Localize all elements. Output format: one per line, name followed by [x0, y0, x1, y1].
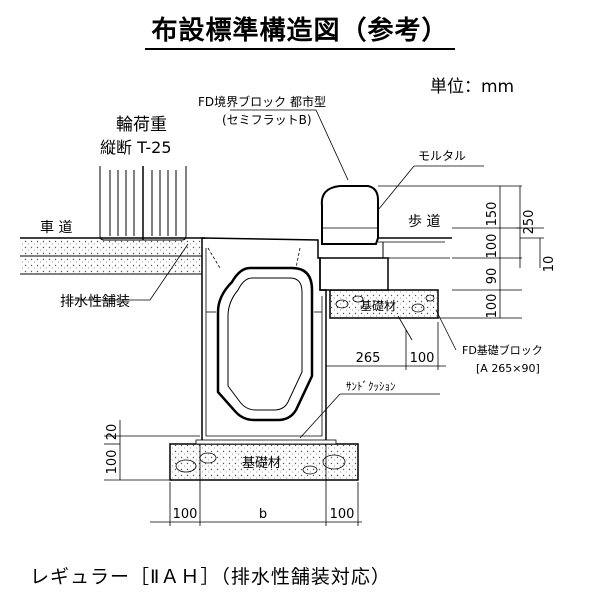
load-label: 輪荷重: [116, 115, 167, 135]
curb-name-label: FD境界ブロック 都市型: [198, 94, 326, 109]
dimension-100-upper: 100: [485, 234, 500, 259]
sand-cushion-label: ｻﾝﾄﾞｸｯｼｮﾝ: [346, 380, 396, 393]
dimension-20: 20: [105, 424, 120, 441]
dimension-90: 90: [485, 268, 500, 285]
dimension-100-left: 100: [105, 450, 120, 475]
curb-base-material-label: 基礎材: [360, 299, 396, 313]
dimension-100-lower: 100: [485, 294, 500, 319]
fd-base-block-label: FD基礎ブロック: [462, 343, 543, 357]
drainage-paving-label: 排水性舗装: [60, 294, 130, 310]
fd-curb-block: [317, 185, 388, 259]
gutter-body: [201, 237, 327, 443]
curb-base-material: [329, 289, 439, 319]
roadway-pavement: [20, 237, 205, 275]
tire-graphic: [99, 166, 187, 241]
dimension-100-mid: 100: [410, 351, 435, 366]
mortar-label: モルタル: [418, 149, 466, 163]
fd-base-block: [319, 257, 389, 291]
dimension-100-bottom-right: 100: [330, 507, 355, 522]
curb-type-label: (セミフラットB): [222, 113, 312, 127]
leader-lines: [68, 109, 484, 439]
dimension-100-bottom-left: 100: [173, 507, 198, 522]
product-caption: レギュラー［ⅡＡＨ］（排水性舗装対応）: [30, 566, 391, 588]
fd-base-block-size-label: [A 265×90]: [476, 362, 540, 375]
load-class-label: 縦断 T-25: [100, 138, 172, 157]
bottom-base-material: [169, 439, 359, 481]
dimension-lines: [104, 185, 544, 526]
bottom-base-material-label: 基礎材: [242, 456, 281, 471]
dimension-10: 10: [542, 256, 557, 273]
dimension-250: 250: [522, 210, 537, 235]
dimension-265: 265: [356, 351, 381, 366]
page-title: 布設標準構造図（参考）: [0, 10, 600, 50]
sidewalk-label: 歩 道: [408, 214, 440, 230]
roadway-label: 車 道: [40, 219, 72, 236]
dimension-150: 150: [485, 202, 500, 227]
unit-label: 単位：mm: [430, 77, 515, 97]
sidewalk-ground: [378, 237, 452, 259]
dimension-b: b: [259, 507, 267, 522]
